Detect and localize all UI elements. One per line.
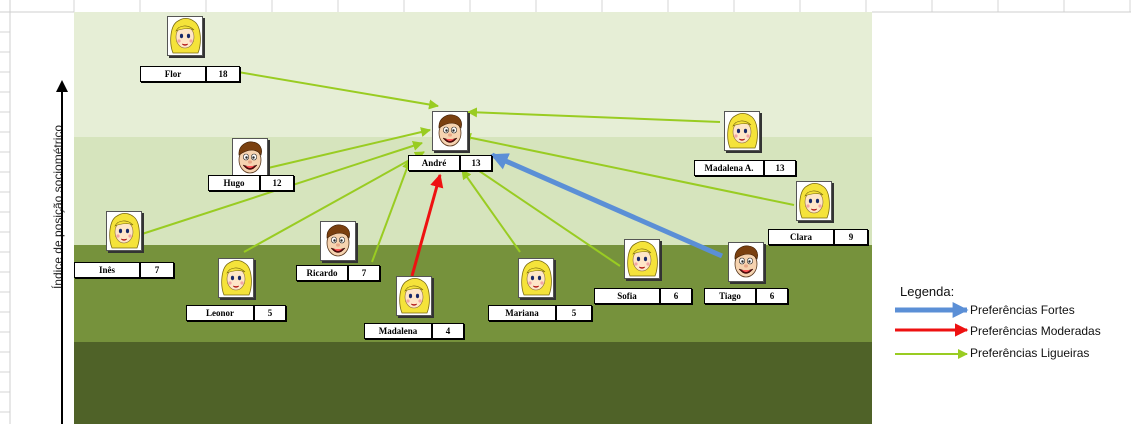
node-score-flor: 18 (206, 66, 240, 82)
girl-face-icon (518, 258, 554, 298)
node-score-mariana: 5 (556, 305, 592, 321)
node-name-ricardo: Ricardo (296, 265, 348, 281)
node-score-tiago: 6 (756, 288, 788, 304)
legend-arrows (895, 301, 969, 359)
legend-title: Legenda: (900, 284, 955, 299)
edge-mariana-to-andre (461, 169, 521, 253)
girl-face-icon (167, 16, 203, 56)
node-score-andre: 13 (460, 155, 492, 171)
legend-label-light: Preferências Ligueiras (970, 346, 1090, 360)
node-score-leonor: 5 (254, 305, 286, 321)
node-score-sofia: 6 (660, 288, 692, 304)
boy-face-icon (232, 138, 268, 178)
edge-tiago-to-andre (490, 152, 724, 259)
node-name-andre: André (408, 155, 460, 171)
boy-face-icon (320, 221, 356, 261)
edge-hugo-to-andre (267, 127, 431, 169)
node-name-ines: Inês (74, 262, 140, 278)
girl-face-icon (796, 181, 832, 221)
edge-ricardo-to-andre (371, 159, 412, 263)
node-name-flor: Flor (140, 66, 206, 82)
legend-label-strong: Preferências Fortes (970, 303, 1075, 317)
y-axis-arrowhead (56, 80, 68, 92)
girl-face-icon (106, 211, 142, 251)
edge-madalenaA-to-andre (467, 107, 721, 123)
edge-clara-to-andre (461, 132, 795, 206)
node-name-hugo: Hugo (208, 175, 260, 191)
legend-label-moderate: Preferências Moderadas (970, 324, 1101, 338)
node-name-sofia: Sofia (594, 288, 660, 304)
node-name-mariana: Mariana (488, 305, 556, 321)
node-score-hugo: 12 (260, 175, 294, 191)
boy-face-icon (432, 111, 468, 151)
edge-madalena-to-andre (410, 173, 444, 277)
girl-face-icon (218, 258, 254, 298)
node-score-madalenaA: 13 (764, 160, 796, 176)
edge-leonor-to-andre (243, 151, 425, 253)
node-name-leonor: Leonor (186, 305, 254, 321)
girl-face-icon (624, 239, 660, 279)
node-score-ricardo: 7 (348, 265, 380, 281)
node-score-ines: 7 (140, 262, 174, 278)
node-name-tiago: Tiago (704, 288, 756, 304)
boy-face-icon (728, 242, 764, 282)
node-score-clara: 9 (834, 229, 868, 245)
edge-flor-to-andre (237, 71, 439, 110)
girl-face-icon (396, 276, 432, 316)
edge-sofia-to-andre (459, 157, 621, 267)
node-score-madalena: 4 (432, 323, 464, 339)
girl-face-icon (724, 111, 760, 151)
node-name-madalena: Madalena (364, 323, 432, 339)
band-bottom (74, 342, 872, 424)
node-name-madalenaA: Madalena A. (694, 160, 764, 176)
node-name-clara: Clara (768, 229, 834, 245)
